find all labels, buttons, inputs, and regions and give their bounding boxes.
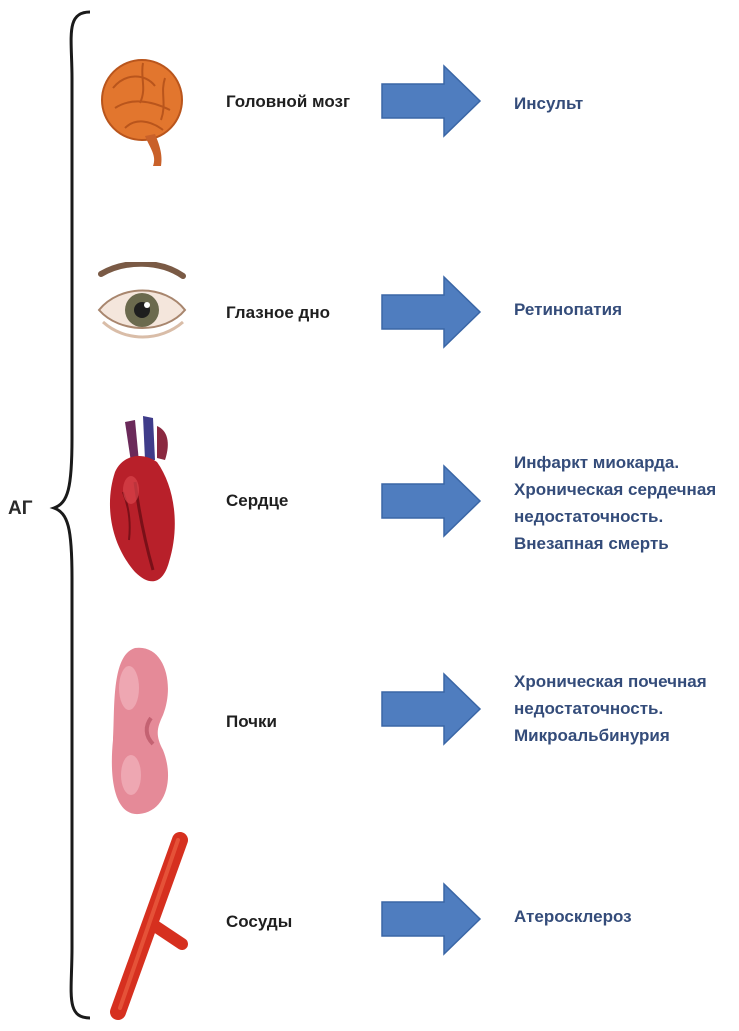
arrow-vessel [380, 880, 482, 958]
organ-label-kidney: Почки [226, 712, 277, 732]
organ-label-eye: Глазное дно [226, 303, 330, 323]
heart-icon [95, 412, 190, 592]
outcome-vessel-line-1: Атеросклероз [514, 903, 736, 930]
arrow-heart [380, 462, 482, 540]
outcome-heart-line-1: Инфаркт миокарда. [514, 449, 736, 476]
outcome-vessel: Атеросклероз [514, 903, 736, 930]
brain-icon [95, 38, 190, 168]
outcome-heart: Инфаркт миокарда. Хроническая сердечная … [514, 449, 736, 557]
organ-label-vessel: Сосуды [226, 912, 292, 932]
outcome-kidney-line-3: Микроальбинурия [514, 722, 736, 749]
outcome-brain: Инсульт [514, 90, 736, 117]
outcome-eye: Ретинопатия [514, 296, 736, 323]
outcome-kidney: Хроническая почечная недостаточность. Ми… [514, 668, 736, 749]
outcome-heart-line-4: Внезапная смерть [514, 530, 736, 557]
root-label: АГ [8, 498, 33, 520]
outcome-eye-line-1: Ретинопатия [514, 296, 736, 323]
vessel-icon [100, 832, 200, 1027]
organ-label-brain: Головной мозг [226, 92, 350, 112]
organ-label-heart: Сердце [226, 491, 288, 511]
outcome-heart-line-2: Хроническая сердечная [514, 476, 736, 503]
arrow-kidney [380, 670, 482, 748]
outcome-kidney-line-2: недостаточность. [514, 695, 736, 722]
curly-brace [40, 8, 100, 1023]
arrow-brain [380, 62, 482, 140]
outcome-heart-line-3: недостаточность. [514, 503, 736, 530]
outcome-brain-line-1: Инсульт [514, 90, 736, 117]
eye-icon [95, 262, 190, 352]
arrow-eye [380, 273, 482, 351]
kidney-icon [95, 640, 190, 820]
outcome-kidney-line-1: Хроническая почечная [514, 668, 736, 695]
